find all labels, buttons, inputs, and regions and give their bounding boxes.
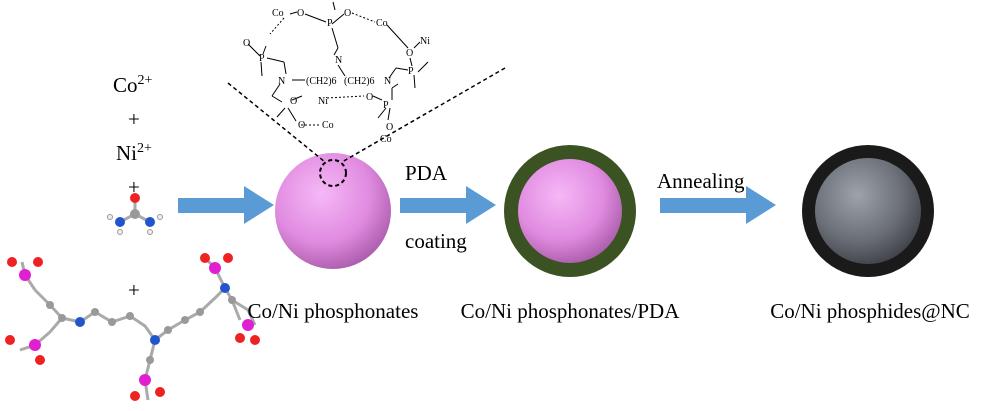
phosphide-core <box>815 158 921 264</box>
structure-atom-label: O <box>297 8 304 19</box>
product-label-1: Co/Ni phosphonates <box>248 299 419 323</box>
structure-atom-label: N <box>384 76 391 87</box>
structure-atom-label: P <box>259 53 265 64</box>
zoom-line-left <box>227 82 326 163</box>
structure-atom-label: O <box>386 122 393 133</box>
arrow-1 <box>178 186 274 224</box>
structure-atom-label: P <box>408 66 414 77</box>
structure-atom-label: P <box>383 100 389 111</box>
structure-atom-label: O <box>344 8 351 19</box>
product-label-3: Co/Ni phosphides@NC <box>770 299 970 323</box>
structure-atom-label: Co <box>380 134 392 145</box>
zoom-circle <box>319 159 347 187</box>
structure-atom-label: O <box>406 48 413 59</box>
structure-atom-label: O <box>366 92 373 103</box>
arrow-3 <box>660 186 776 224</box>
structure-atom-label: O <box>243 38 250 49</box>
structure-atom-label: Ni <box>420 36 430 47</box>
plus-sign: + <box>128 107 140 131</box>
structure-atom-label: N <box>335 55 342 66</box>
structure-atom-label: Co <box>322 120 334 131</box>
structure-atom-label: O <box>290 96 297 107</box>
plus-sign: + <box>128 278 140 302</box>
structure-atom-label: P <box>327 18 333 29</box>
step-coating-label: coating <box>405 229 467 253</box>
step-annealing-label: Annealing <box>657 169 745 193</box>
phosphonate-sphere <box>275 153 391 269</box>
step-pda-label: PDA <box>405 161 448 185</box>
nickel-ion: Ni2+ <box>116 141 152 165</box>
plus-sign: + <box>128 175 140 199</box>
structure-atom-label: Co <box>272 8 284 19</box>
structure-atom-label: N <box>278 76 285 87</box>
phosphonate-core <box>518 159 622 263</box>
arrow-2 <box>400 186 496 224</box>
structure-atom-label: (CH2)6 <box>344 76 375 87</box>
cobalt-ion: Co2+ <box>113 73 153 97</box>
structure-atom-label: Co <box>376 18 388 29</box>
ligand-molecule <box>5 253 260 401</box>
urea-molecule <box>107 193 163 235</box>
zoom-line-right <box>341 67 506 163</box>
reagent-list: Co2+ + Ni2+ + + <box>113 73 153 302</box>
structure-atom-label: Ni <box>318 96 328 107</box>
structure-atom-label: O <box>298 120 305 131</box>
product-label-2: Co/Ni phosphonates/PDA <box>461 299 681 323</box>
structure-atom-label: (CH2)6 <box>306 76 337 87</box>
